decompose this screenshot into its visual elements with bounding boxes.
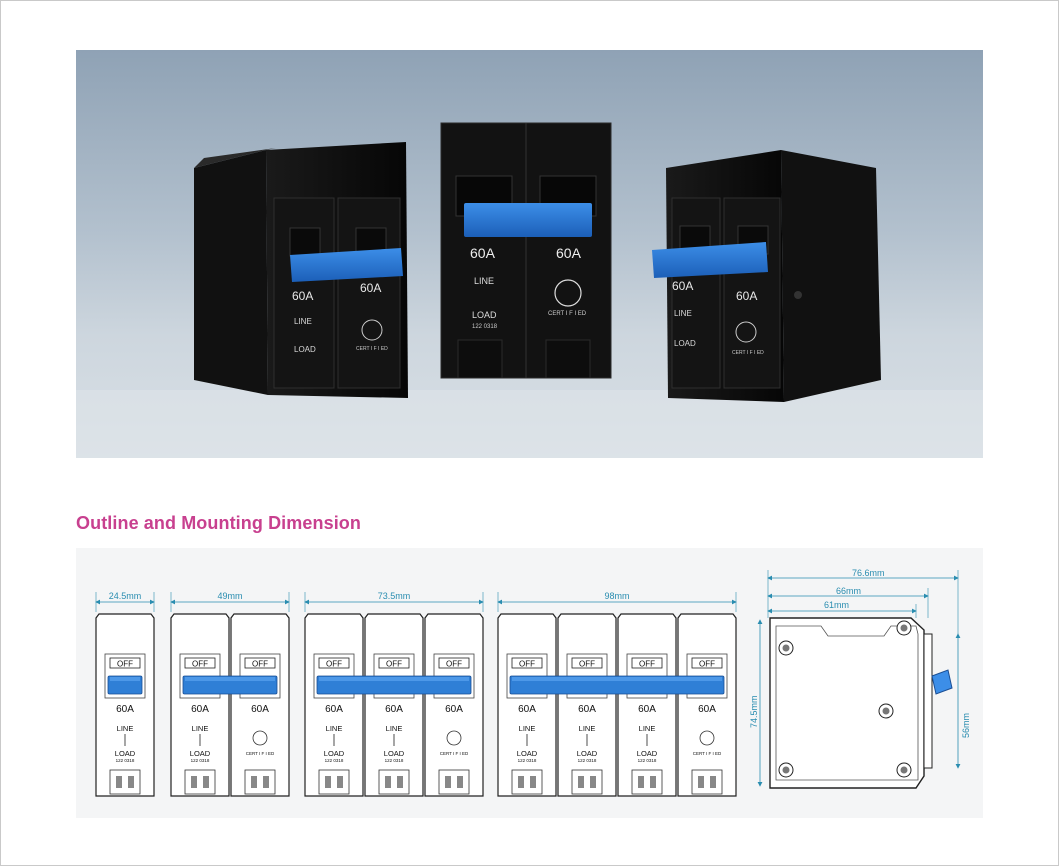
front-dim-1: 24.5mm [109, 591, 142, 601]
rating-label: 60A [385, 704, 403, 715]
side-dim-overall: 76.6mm [852, 568, 885, 578]
side-dim-mount: 61mm [824, 600, 849, 610]
photo-left-rating-2: 60A [360, 281, 381, 295]
rating-label: 60A [251, 704, 269, 715]
cert-label: CERT I F I ED [440, 751, 469, 756]
code-label: 122 0318 [385, 758, 404, 763]
side-dim-body: 66mm [836, 586, 861, 596]
load-label: LOAD [517, 749, 538, 758]
off-label: OFF [699, 660, 715, 669]
breaker-photo-illustration: 60A 60A LINE LOAD CERT I F I ED 60A 60A … [76, 122, 983, 458]
photo-center-rating-2: 60A [556, 245, 582, 261]
rating-label: 60A [638, 704, 656, 715]
breaker-center: 60A 60A LINE LOAD 122 0318 CERT I F I ED [440, 122, 612, 379]
off-label: OFF [326, 660, 342, 669]
photo-right-cert: CERT I F I ED [732, 350, 764, 356]
off-label: OFF [386, 660, 402, 669]
photo-left-cert: CERT I F I ED [356, 346, 388, 352]
rating-label: 60A [325, 704, 343, 715]
cert-label: CERT I F I ED [693, 751, 722, 756]
line-label: LINE [117, 724, 134, 733]
photo-right-rating-1: 60A [672, 279, 693, 293]
line-label: LINE [326, 724, 343, 733]
rating-label: 60A [191, 704, 209, 715]
code-label: 122 0318 [638, 758, 657, 763]
code-label: 122 0318 [116, 758, 135, 763]
pole: OFF 60A CERT I F I ED [677, 613, 737, 797]
off-label: OFF [252, 660, 268, 669]
front-dim-3: 73.5mm [378, 591, 411, 601]
front-dim-2: 49mm [217, 591, 242, 601]
load-label: LOAD [115, 749, 136, 758]
photo-center-line: LINE [474, 276, 494, 286]
off-label: OFF [192, 660, 208, 669]
side-dim-height: 74.5mm [749, 695, 759, 728]
photo-right-load: LOAD [674, 339, 696, 348]
code-label: 122 0318 [518, 758, 537, 763]
off-label: OFF [639, 660, 655, 669]
photo-center-cert: CERT I F I ED [548, 311, 587, 317]
off-label: OFF [579, 660, 595, 669]
load-label: LOAD [637, 749, 658, 758]
load-label: LOAD [190, 749, 211, 758]
pole: OFF 60A CERT I F I ED [424, 613, 484, 797]
load-label: LOAD [384, 749, 405, 758]
off-label: OFF [446, 660, 462, 669]
line-label: LINE [386, 724, 403, 733]
rating-label: 60A [116, 704, 134, 715]
breaker-right: 60A 60A LINE LOAD CERT I F I ED [652, 150, 881, 402]
cert-label: CERT I F I ED [246, 751, 275, 756]
off-label: OFF [117, 660, 133, 669]
code-label: 122 0318 [578, 758, 597, 763]
photo-left-line: LINE [294, 317, 312, 326]
photo-center-load: LOAD [472, 310, 497, 320]
product-photo: 60A 60A LINE LOAD CERT I F I ED 60A 60A … [76, 50, 983, 458]
side-view: 76.6mm 66mm 61mm 74.5mm 56mm [749, 568, 971, 789]
photo-right-rating-2: 60A [736, 289, 757, 303]
rating-label: 60A [518, 704, 536, 715]
photo-center-rating-1: 60A [470, 245, 496, 261]
line-label: LINE [519, 724, 536, 733]
line-label: LINE [192, 724, 209, 733]
line-label: LINE [639, 724, 656, 733]
load-label: LOAD [577, 749, 598, 758]
rating-label: 60A [698, 704, 716, 715]
side-dim-depth: 56mm [961, 713, 971, 738]
breaker-left: 60A 60A LINE LOAD CERT I F I ED [194, 142, 408, 398]
load-label: LOAD [324, 749, 345, 758]
section-title: Outline and Mounting Dimension [76, 513, 361, 533]
code-label: 122 0318 [325, 758, 344, 763]
front-dim-4: 98mm [604, 591, 629, 601]
line-label: LINE [579, 724, 596, 733]
photo-right-line: LINE [674, 309, 692, 318]
photo-center-code: 122 0318 [472, 324, 498, 330]
off-label: OFF [519, 660, 535, 669]
photo-left-load: LOAD [294, 345, 316, 354]
code-label: 122 0318 [191, 758, 210, 763]
pole: OFF 60A CERT I F I ED [230, 613, 290, 797]
rating-label: 60A [578, 704, 596, 715]
photo-left-rating-1: 60A [292, 289, 313, 303]
rating-label: 60A [445, 704, 463, 715]
